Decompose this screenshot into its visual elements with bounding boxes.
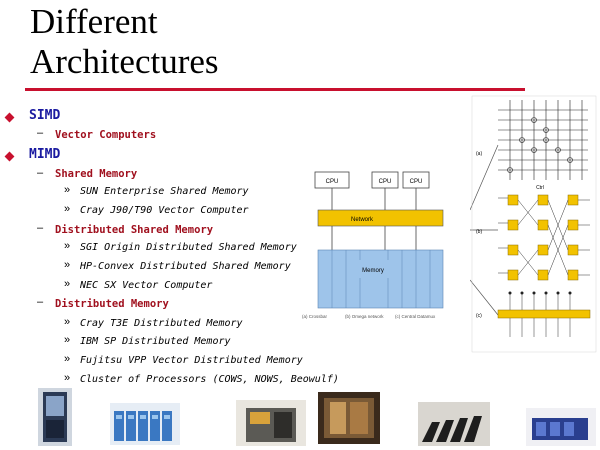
- item-ibm-sp: IBM SP Distributed Memory: [80, 336, 231, 347]
- item-cluster: Cluster of Processors (COWS, NOWS, Beowu…: [80, 374, 339, 385]
- machine-photo-3: [236, 400, 306, 446]
- diagram-caption-a: (a) Crossbar: [302, 314, 328, 319]
- item-nec: NEC SX Vector Computer: [80, 280, 213, 291]
- raquo-icon: »: [64, 203, 71, 215]
- label-b: (b): [476, 229, 482, 235]
- switching-networks-diagram: (a) (b) (c) Ctrl: [470, 95, 597, 353]
- arrow-to-crossbar: [470, 144, 499, 211]
- network-label: Network: [351, 217, 374, 223]
- item-fujitsu: Fujitsu VPP Vector Distributed Memory: [80, 355, 303, 366]
- machine-photo-4: [318, 392, 380, 444]
- item-cray-j90: Cray J90/T90 Vector Computer: [80, 205, 249, 216]
- dash-icon: –: [37, 296, 44, 308]
- dash-icon: –: [37, 127, 44, 139]
- dash-icon: –: [37, 167, 44, 179]
- diagram-caption-c: (c) Central Datamux: [395, 314, 436, 319]
- machine-photo-5: [418, 402, 490, 446]
- title-line-1: Different: [30, 2, 158, 41]
- item-sun: SUN Enterprise Shared Memory: [80, 186, 249, 197]
- item-cray-t3e: Cray T3E Distributed Memory: [80, 318, 243, 329]
- item-sgi: SGI Origin Distributed Shared Memory: [80, 242, 297, 253]
- dash-icon: –: [37, 222, 44, 234]
- crossbar-caption: Ctrl: [536, 185, 544, 191]
- bullet-simd: SIMD: [29, 108, 61, 123]
- sub-distributed-memory: Distributed Memory: [55, 298, 169, 310]
- raquo-icon: »: [64, 353, 71, 365]
- shared-memory-diagram: CPU CPU CPU Network Memory (a) Crossbar …: [302, 171, 444, 319]
- machine-photo-2: [110, 403, 180, 445]
- raquo-icon: »: [64, 259, 71, 271]
- bullet-mimd: MIMD: [29, 147, 61, 162]
- machine-photo-1: [38, 388, 72, 446]
- memory-block: [317, 249, 444, 309]
- cpu-label: CPU: [379, 179, 392, 185]
- cpu-label: CPU: [410, 179, 423, 185]
- item-hp: HP-Convex Distributed Shared Memory: [80, 261, 291, 272]
- bus-bar: [497, 309, 591, 319]
- machine-photo-6: [526, 408, 596, 446]
- diamond-bullet-icon: [4, 151, 15, 162]
- raquo-icon: »: [64, 240, 71, 252]
- label-c: (c): [476, 313, 482, 319]
- crossbar-grid: [498, 100, 588, 180]
- slide-title: Different Architectures: [30, 2, 219, 82]
- sub-shared-memory: Shared Memory: [55, 168, 138, 180]
- raquo-icon: »: [64, 334, 71, 346]
- diamond-bullet-icon: [4, 112, 15, 123]
- memory-label: Memory: [362, 268, 384, 274]
- raquo-icon: »: [64, 372, 71, 384]
- bus-network: [497, 291, 591, 337]
- arrow-to-bus: [470, 279, 499, 316]
- sub-distributed-shared: Distributed Shared Memory: [55, 224, 214, 236]
- title-line-2: Architectures: [30, 42, 219, 81]
- cpu-label: CPU: [326, 179, 339, 185]
- raquo-icon: »: [64, 316, 71, 328]
- raquo-icon: »: [64, 278, 71, 290]
- network-bar: [317, 209, 444, 227]
- raquo-icon: »: [64, 184, 71, 196]
- sub-vector-computers: Vector Computers: [55, 129, 157, 141]
- title-rule: [25, 88, 525, 91]
- label-a: (a): [476, 151, 482, 157]
- diagram-caption-b: (b) Omega network: [345, 314, 384, 319]
- omega-network: [498, 194, 590, 281]
